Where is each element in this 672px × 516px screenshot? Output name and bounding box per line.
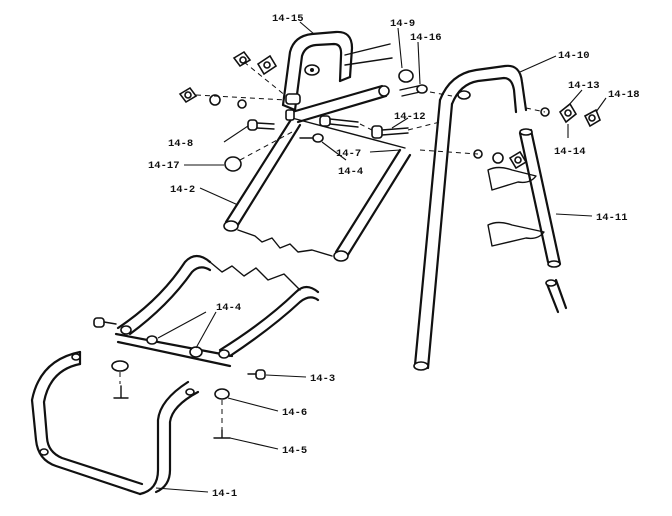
wing-nut-icon <box>508 150 528 170</box>
alignment-lines <box>119 61 546 430</box>
callout-14-6: 14-6 <box>282 407 307 419</box>
bolt-icon <box>247 119 275 131</box>
callout-14-4-lower: 14-4 <box>216 302 241 314</box>
pin-icon <box>213 429 231 439</box>
wing-nut-icon <box>558 102 578 124</box>
washer-icon <box>209 94 221 106</box>
hardware-nuts-bolts <box>93 50 601 439</box>
callout-14-12: 14-12 <box>394 111 426 123</box>
bolt-icon <box>93 317 117 328</box>
a-frame-rear-leg <box>413 64 528 371</box>
wing-nut-icon <box>232 50 252 68</box>
callout-14-17: 14-17 <box>148 160 180 172</box>
callout-14-4-upper: 14-4 <box>338 166 363 178</box>
cross-bar <box>290 84 390 124</box>
callout-14-14: 14-14 <box>554 146 586 158</box>
pin-icon <box>113 385 129 399</box>
grommet-icon <box>214 388 230 400</box>
bolt-icon <box>299 133 324 143</box>
tee-connector-icon <box>285 93 301 121</box>
callout-14-10: 14-10 <box>558 50 590 62</box>
callout-14-9: 14-9 <box>390 18 415 30</box>
washer-icon <box>237 99 247 109</box>
end-cap-icon <box>224 156 242 172</box>
bolt-icon <box>398 69 428 97</box>
wing-nut-icon <box>256 54 278 76</box>
callout-14-2: 14-2 <box>170 184 195 196</box>
bolt-icon <box>247 369 266 380</box>
callout-14-16: 14-16 <box>410 32 442 44</box>
top-handle-frame <box>281 30 393 112</box>
bolt-icon <box>319 115 359 128</box>
callout-labels: 14-15 14-9 14-16 14-10 14-13 14-18 14-12… <box>148 13 640 500</box>
grommet-icon <box>111 360 129 372</box>
wing-nut-icon <box>583 108 601 128</box>
slide-upper-section <box>223 116 412 262</box>
callout-14-3: 14-3 <box>310 373 335 385</box>
base-frame <box>30 350 200 496</box>
callout-14-5: 14-5 <box>282 445 307 457</box>
leader-lines <box>155 21 607 493</box>
ladder <box>487 128 568 314</box>
wing-nut-icon <box>178 86 198 104</box>
callout-14-1: 14-1 <box>212 488 237 500</box>
bolt-icon <box>371 125 409 139</box>
slide-lower-section <box>114 254 320 368</box>
callout-14-8: 14-8 <box>168 138 193 150</box>
callout-14-18: 14-18 <box>608 89 640 101</box>
callout-14-11: 14-11 <box>596 212 628 224</box>
callout-14-7: 14-7 <box>336 148 361 160</box>
callout-14-13: 14-13 <box>568 80 600 92</box>
washer-icon <box>492 152 504 164</box>
callout-14-15: 14-15 <box>272 13 304 25</box>
